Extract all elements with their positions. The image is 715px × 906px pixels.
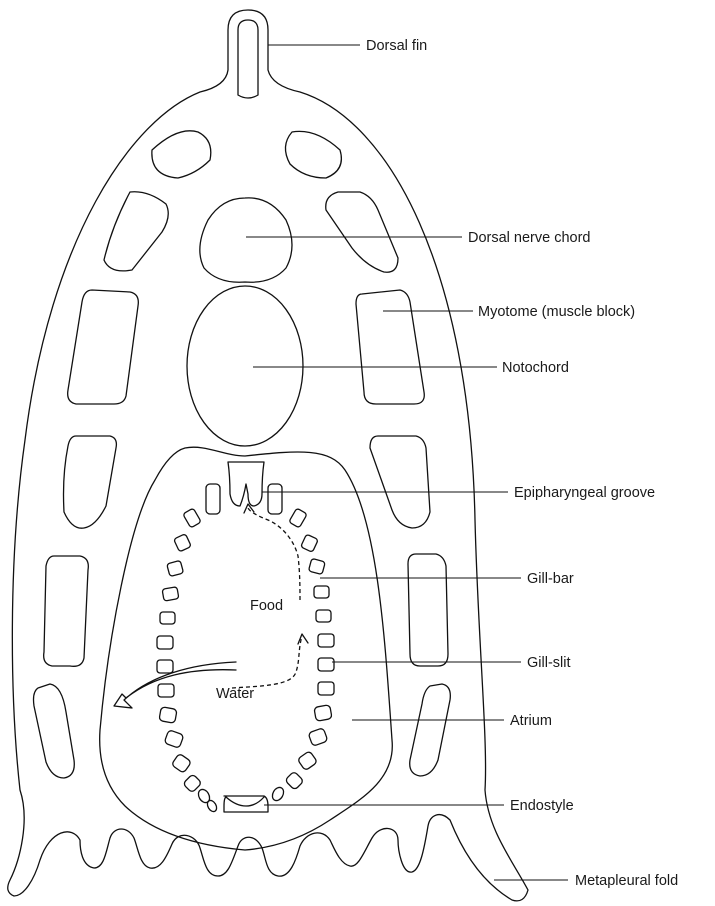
gill-bar	[174, 534, 192, 552]
myotomes-right	[285, 131, 450, 776]
label-notochord: Notochord	[502, 360, 569, 376]
label-endostyle: Endostyle	[510, 798, 574, 814]
myotomes-left	[34, 131, 211, 778]
myotome-block	[34, 684, 75, 778]
myotome-block	[152, 131, 211, 178]
gill-bar	[157, 636, 173, 649]
gill-bar	[318, 682, 334, 695]
myotome-block	[64, 436, 117, 528]
label-food: Food	[250, 598, 283, 614]
label-water: Water	[216, 686, 254, 702]
label-myotome: Myotome (muscle block)	[478, 304, 635, 320]
myotome-block	[44, 556, 89, 666]
label-metapleural-fold: Metapleural fold	[575, 873, 678, 889]
gill-bar	[316, 610, 331, 622]
myotome-block	[104, 192, 168, 271]
epipharyngeal-groove	[228, 462, 264, 506]
body-outline	[8, 10, 528, 901]
label-epipharyngeal-groove: Epipharyngeal groove	[514, 485, 655, 501]
myotome-block	[356, 290, 424, 404]
gill-bars-left	[157, 508, 218, 813]
gill-bars-right	[270, 508, 334, 802]
label-atrium: Atrium	[510, 713, 552, 729]
gill-bar	[268, 484, 282, 514]
gill-bar	[196, 787, 212, 804]
gill-bar	[162, 587, 179, 601]
gill-bar	[285, 771, 304, 790]
gill-bar	[158, 684, 174, 697]
gill-bar	[297, 751, 317, 771]
gill-bar	[160, 612, 175, 624]
gill-bar	[159, 707, 177, 724]
gill-bar	[308, 558, 325, 574]
endostyle	[224, 796, 268, 812]
myotome-block	[370, 436, 430, 528]
label-gill-bar: Gill-bar	[527, 571, 574, 587]
myotome-block	[68, 290, 139, 404]
gill-bar	[171, 753, 191, 773]
label-dorsal-nerve-chord: Dorsal nerve chord	[468, 230, 591, 246]
gill-bar	[289, 508, 307, 528]
gill-bar	[167, 560, 184, 576]
myotome-block	[285, 131, 341, 178]
label-dorsal-fin: Dorsal fin	[366, 38, 427, 54]
leader-lines	[246, 45, 568, 880]
gill-bar	[206, 484, 220, 514]
gill-bar	[183, 774, 202, 793]
dorsal-nerve-chord	[200, 198, 292, 282]
gill-bar	[308, 728, 328, 747]
myotome-block	[408, 554, 448, 666]
gill-bar	[183, 508, 201, 528]
gill-bar	[318, 658, 334, 671]
myotome-block	[410, 684, 451, 776]
gill-bar	[318, 634, 334, 647]
gill-bar	[314, 586, 329, 598]
dorsal-fin-inner	[238, 20, 258, 98]
gill-bar	[314, 705, 332, 722]
notochord	[187, 286, 303, 446]
gill-bar	[301, 534, 319, 552]
myotome-block	[326, 192, 398, 272]
gill-bar	[164, 730, 184, 749]
label-gill-slit: Gill-slit	[527, 655, 571, 671]
food-arrowhead-lower	[298, 634, 308, 644]
gill-bar	[157, 660, 173, 673]
gill-bar	[270, 785, 286, 802]
gill-bar	[206, 799, 219, 813]
